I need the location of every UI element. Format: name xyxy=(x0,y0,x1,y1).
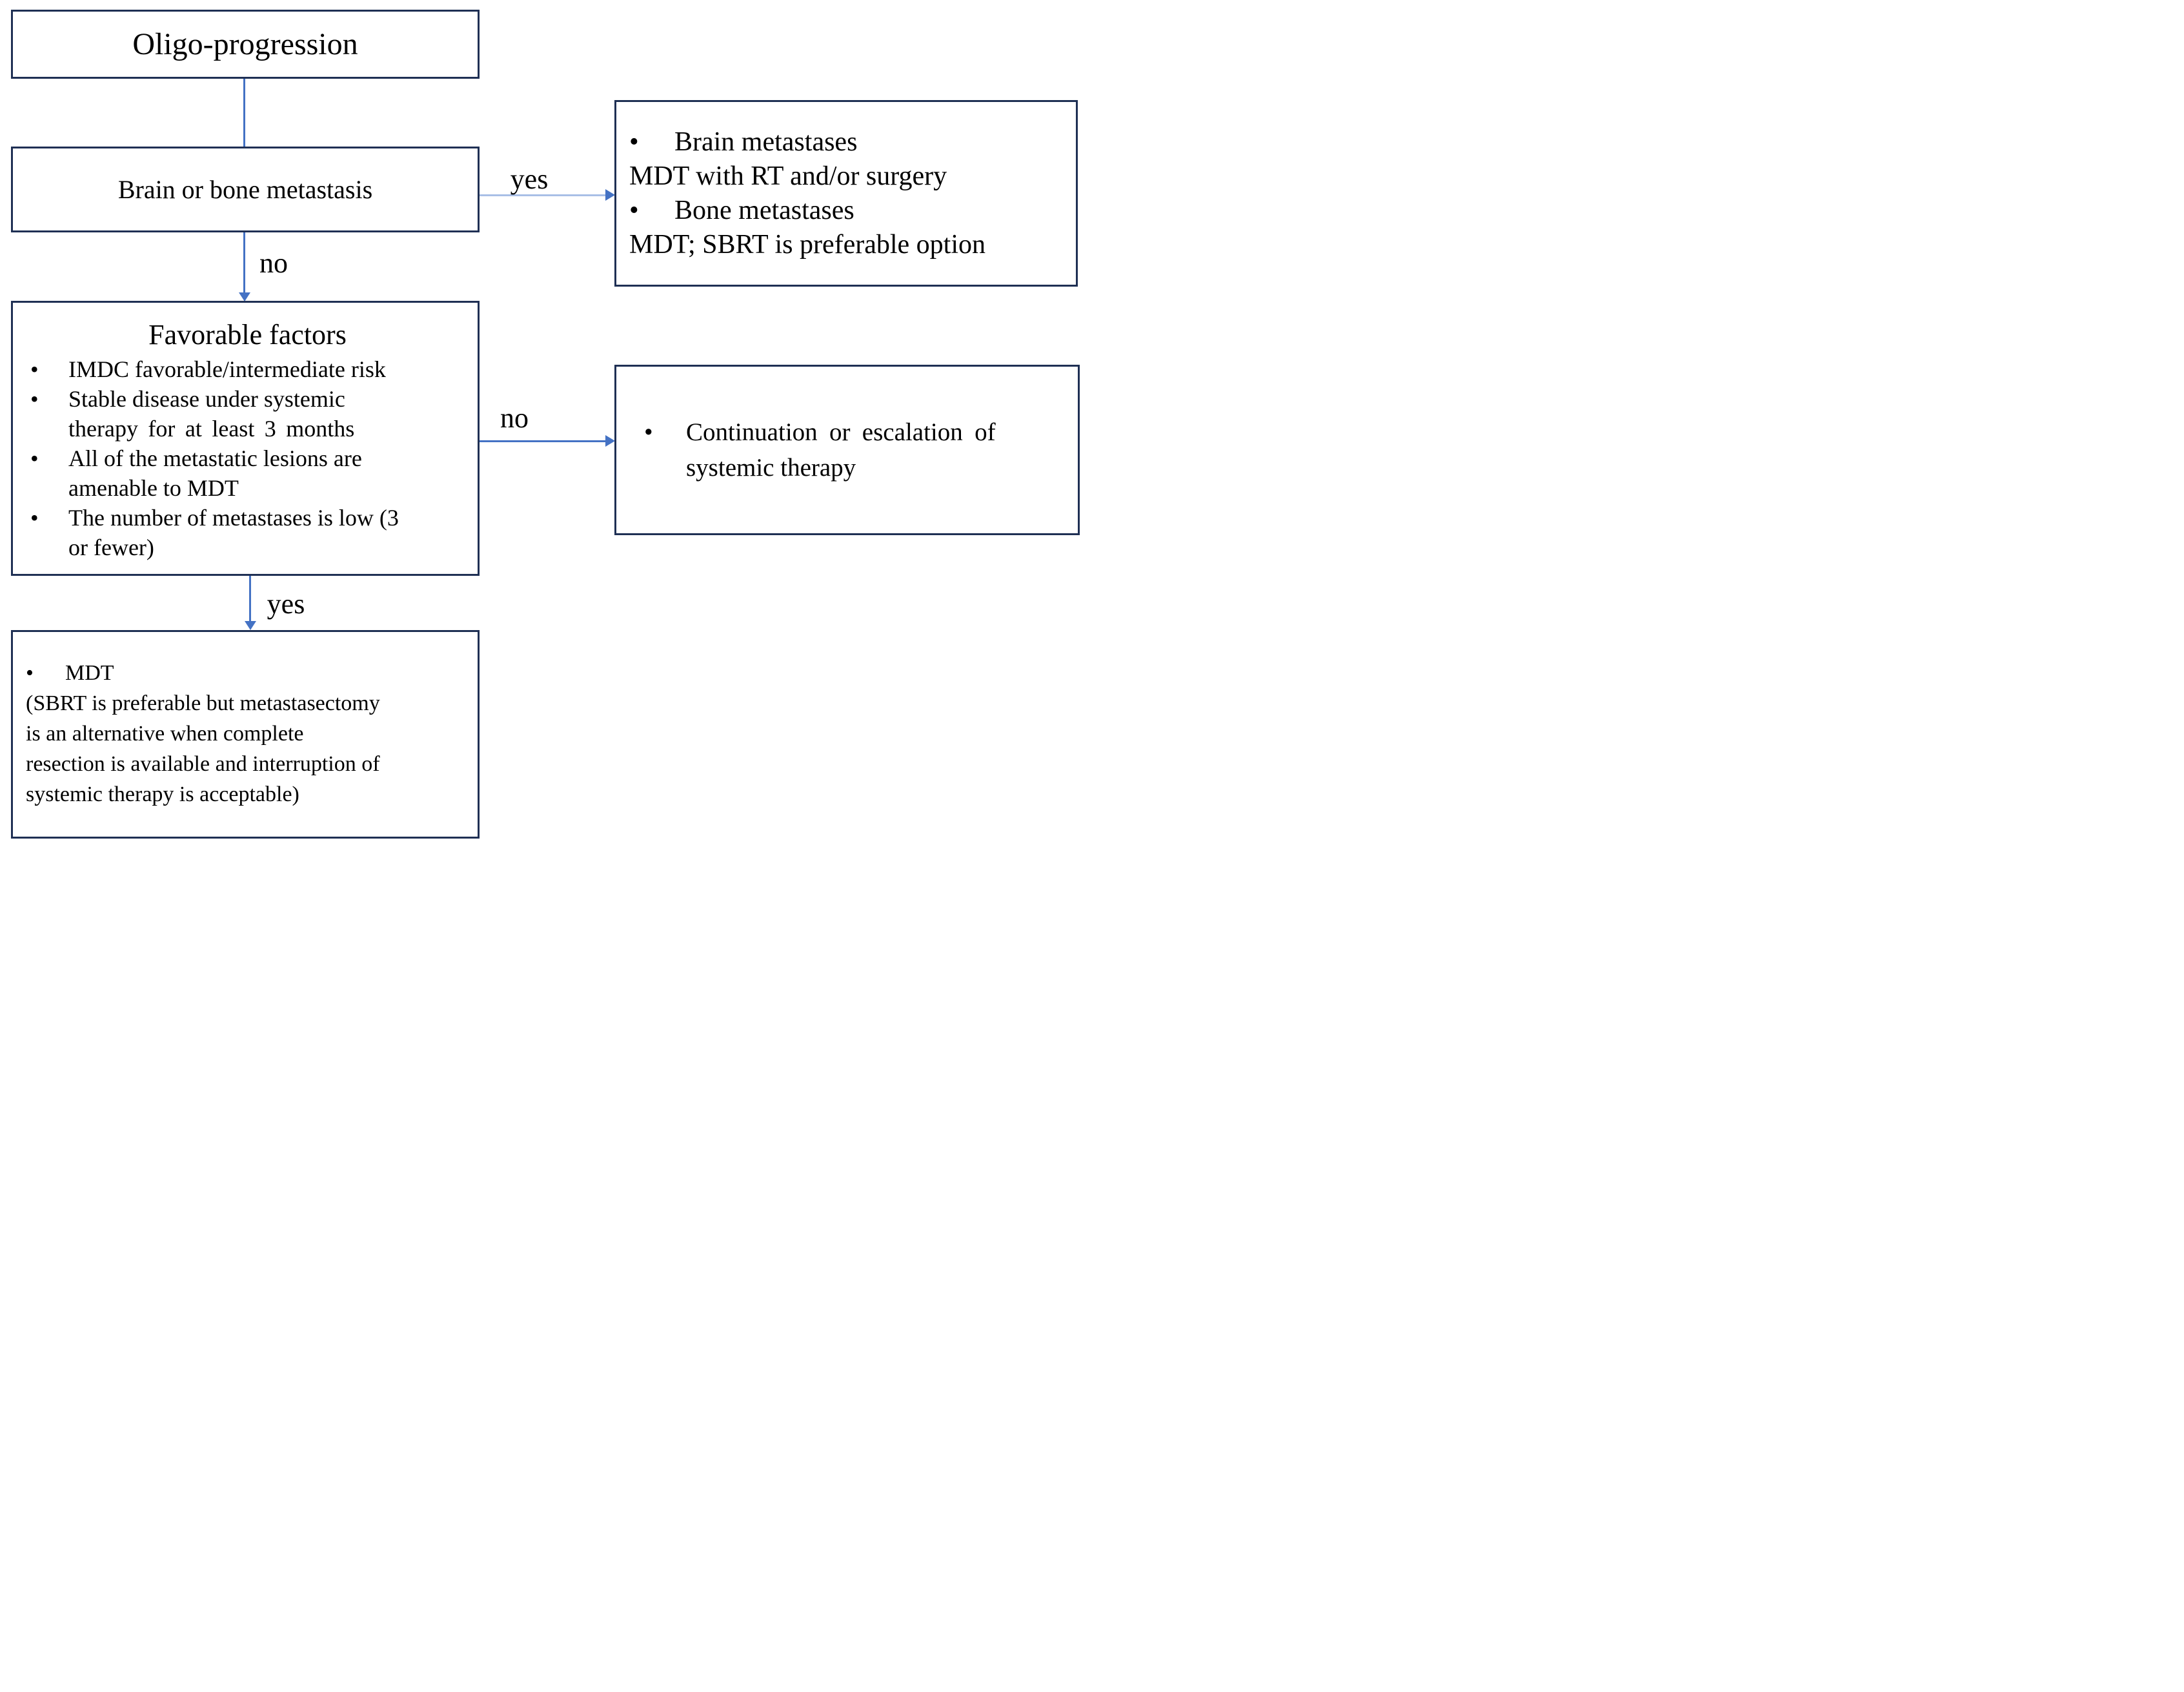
flowchart-canvas: Oligo-progression Brain or bone metastas… xyxy=(0,0,1092,846)
mdt-note-line-1: (SBRT is preferable but metastasectomy xyxy=(26,691,380,715)
arrow-yes-line-to-mets-mdt xyxy=(480,194,606,196)
brain-bone-metastasis-title: Brain or bone metastasis xyxy=(117,175,373,204)
low-number-item-cont: or fewer) xyxy=(68,535,154,560)
mdt-note-line-3: resection is available and interruption … xyxy=(26,752,380,776)
box-brain-bone-mdt-options: • Brain metastases MDT with RT and/or sur… xyxy=(614,100,1078,287)
list-item: • Continuation or escalation of xyxy=(644,414,1069,450)
imdc-risk-item: IMDC favorable/intermediate risk xyxy=(68,356,386,382)
edge-label-no-mid: no xyxy=(500,402,529,434)
box-oligo-progression: Oligo-progression xyxy=(11,10,480,79)
arrow-yes-line-to-mdt xyxy=(249,576,251,622)
edge-label-no-top: no xyxy=(259,247,288,279)
bone-metastases-label: Bone metastases xyxy=(674,195,854,225)
favorable-factors-title: Favorable factors xyxy=(148,319,347,351)
list-item: • Stable disease under systemic xyxy=(30,384,465,414)
connector-oligo-to-brainbone xyxy=(243,79,245,147)
mdt-label: MDT xyxy=(65,661,114,685)
stable-disease-item-cont: therapy for at least 3 months xyxy=(68,416,355,442)
low-number-item: The number of metastases is low (3 xyxy=(68,505,399,531)
list-item: • Bone metastases xyxy=(629,194,1067,228)
bullet-icon: • xyxy=(30,505,39,531)
continuation-label: Continuation or escalation of xyxy=(686,418,996,446)
list-item: • MDT xyxy=(26,658,471,688)
arrow-no-line-to-favorable xyxy=(243,232,245,293)
box-continuation-systemic-therapy: • Continuation or escalation of systemic … xyxy=(614,365,1080,535)
edge-label-yes-bottom: yes xyxy=(267,588,305,620)
mdt-note-line-2: is an alternative when complete xyxy=(26,722,304,746)
box-favorable-factors: Favorable factors • IMDC favorable/interm… xyxy=(11,301,480,576)
bullet-icon: • xyxy=(30,445,39,471)
stable-disease-item: Stable disease under systemic xyxy=(68,386,345,412)
lesions-amenable-item: All of the metastatic lesions are xyxy=(68,445,362,471)
bullet-icon: • xyxy=(629,127,639,157)
continuation-label-cont: systemic therapy xyxy=(686,454,856,482)
bullet-icon: • xyxy=(26,661,34,685)
bullet-icon: • xyxy=(629,195,639,225)
list-item: • All of the metastatic lesions are xyxy=(30,443,465,473)
arrow-no-line-to-continuation xyxy=(480,440,606,442)
list-item: • The number of metastases is low (3 xyxy=(30,503,465,533)
bullet-icon: • xyxy=(30,356,39,382)
bullet-icon: • xyxy=(644,418,653,446)
arrowhead-down-icon xyxy=(239,292,250,301)
edge-label-yes-top: yes xyxy=(510,163,549,195)
list-item: • Brain metastases xyxy=(629,125,1067,159)
list-item: • IMDC favorable/intermediate risk xyxy=(30,354,465,384)
bone-mdt-detail: MDT; SBRT is preferable option xyxy=(629,229,986,260)
oligo-progression-title: Oligo-progression xyxy=(132,27,358,61)
mdt-note-line-4: systemic therapy is acceptable) xyxy=(26,782,299,806)
brain-metastases-label: Brain metastases xyxy=(674,127,858,157)
box-mdt-sbrt: • MDT (SBRT is preferable but metastasect… xyxy=(11,630,480,839)
arrowhead-right-icon xyxy=(605,435,615,447)
brain-mdt-detail: MDT with RT and/or surgery xyxy=(629,161,947,191)
arrowhead-down-icon xyxy=(245,621,256,630)
arrowhead-right-icon xyxy=(605,189,615,201)
lesions-amenable-item-cont: amenable to MDT xyxy=(68,475,239,501)
bullet-icon: • xyxy=(30,386,39,412)
list-item: MDT with RT and/or surgery xyxy=(629,159,1067,194)
list-item: MDT; SBRT is preferable option xyxy=(629,228,1067,262)
box-brain-bone-metastasis: Brain or bone metastasis xyxy=(11,147,480,232)
